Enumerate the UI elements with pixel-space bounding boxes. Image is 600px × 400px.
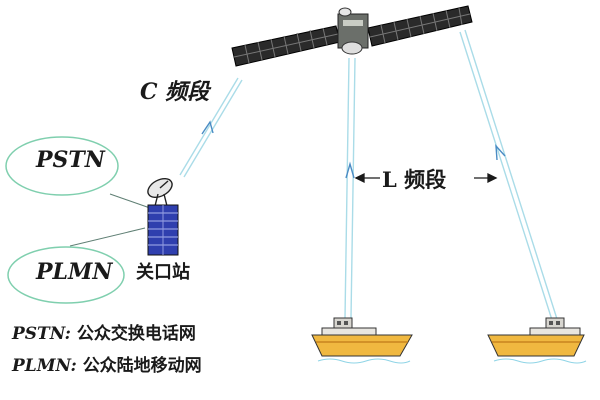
c-band-arrow xyxy=(201,120,214,135)
pstn-link xyxy=(109,193,151,209)
plmn-label: PLMN xyxy=(36,259,113,285)
l-band-link-left xyxy=(344,57,356,319)
c-band-link xyxy=(179,77,243,178)
pstn-label: PSTN xyxy=(36,147,105,173)
legend-plmn: PLMN: 公众陆地移动网 xyxy=(12,351,202,376)
l-band-arrow-left xyxy=(345,161,355,179)
l-band-link-right xyxy=(459,29,558,321)
c-band-label: C 频段 xyxy=(140,79,210,105)
ship-left xyxy=(311,317,413,357)
beam-links xyxy=(179,29,558,321)
legend-abbr: PLMN: xyxy=(12,356,77,376)
l-band-label: L 频段 xyxy=(382,167,447,192)
legend-definition: 公众陆地移动网 xyxy=(82,356,202,376)
gateway-station xyxy=(147,177,179,256)
beam-arrows xyxy=(201,120,506,179)
legend-definition: 公众交换电话网 xyxy=(76,324,196,344)
l-band-span-arrows xyxy=(354,172,498,184)
network-links xyxy=(69,193,151,247)
plmn-link xyxy=(69,227,146,247)
gateway-label: 关口站 xyxy=(136,262,190,283)
pstn-ellipse xyxy=(5,136,119,196)
l-band-arrow-right xyxy=(495,144,506,161)
water-lines xyxy=(317,358,587,364)
ship-right xyxy=(487,317,585,357)
plmn-ellipse xyxy=(7,246,125,304)
legend-pstn: PSTN: 公众交换电话网 xyxy=(12,319,196,344)
legend-abbr: PSTN: xyxy=(12,324,71,344)
satellite xyxy=(231,5,473,67)
